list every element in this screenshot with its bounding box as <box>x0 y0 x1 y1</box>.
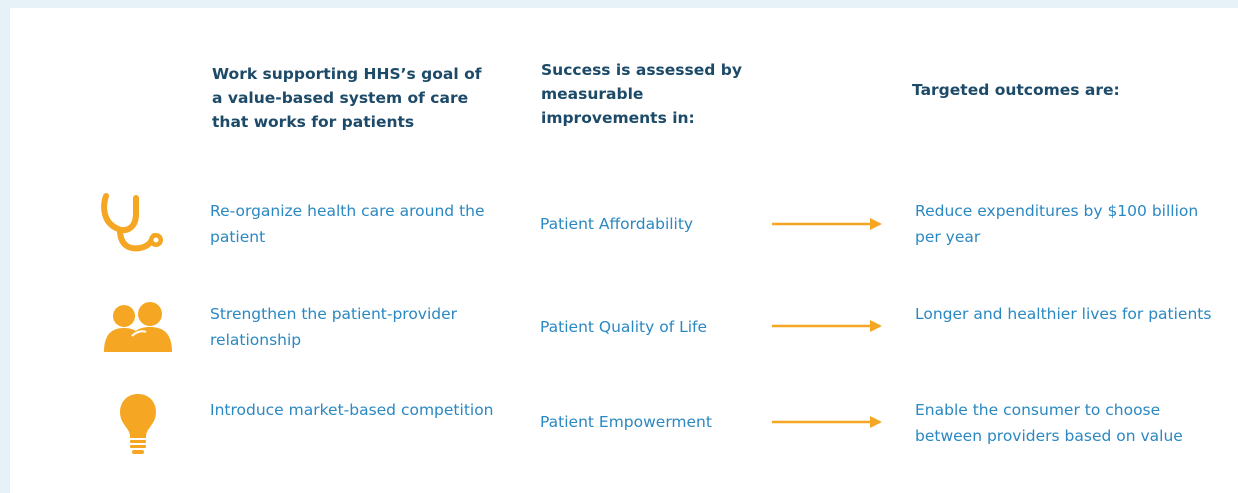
stethoscope-icon <box>101 193 163 252</box>
header-metric: Success is assessed by measurable improv… <box>541 61 742 127</box>
lightbulb-icon <box>120 394 156 454</box>
metric-text-2: Patient Quality of Life <box>540 318 708 336</box>
content-panel: Work supporting HHS’s goal of a value-ba… <box>10 8 1238 493</box>
outcome-text-3: Enable the consumer to choose between pr… <box>915 401 1183 445</box>
header-goal: Work supporting HHS’s goal of a value-ba… <box>212 65 482 131</box>
goal-text-2: Strengthen the patient-provider relation… <box>210 305 458 349</box>
people-icon <box>104 302 172 352</box>
metric-text-3: Patient Empowerment <box>540 413 712 431</box>
arrow-1 <box>772 218 882 230</box>
metric-text-1: Patient Affordability <box>540 215 694 233</box>
goal-text-1: Re-organize health care around the patie… <box>210 202 485 246</box>
header-outcome: Targeted outcomes are: <box>912 81 1120 99</box>
arrow-3 <box>772 416 882 428</box>
outcome-text-2: Longer and healthier lives for patients <box>915 305 1212 323</box>
outcome-text-1: Reduce expenditures by $100 billion per … <box>915 202 1199 246</box>
arrow-2 <box>772 320 882 332</box>
goal-text-3: Introduce market-based competition <box>210 401 494 419</box>
